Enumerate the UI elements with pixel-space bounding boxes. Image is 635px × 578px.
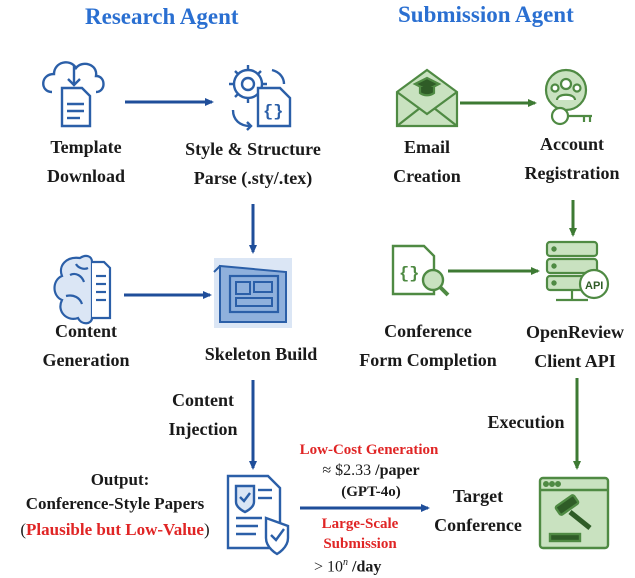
- execution-label: Execution: [487, 412, 565, 432]
- envelope-icon: [395, 68, 459, 128]
- content-generation-label: Content Generation: [42, 321, 130, 370]
- form-completion-label: Conference Form Completion: [359, 321, 497, 370]
- openreview-api-label: OpenReview Client API: [526, 322, 624, 371]
- svg-text:{}: {}: [263, 103, 283, 122]
- users-key-icon: [544, 68, 592, 126]
- cost-per-paper: ≈ $2.33 /paper: [322, 462, 420, 479]
- shield-document-icon: [226, 474, 290, 556]
- content-injection-label: Content Injection: [168, 390, 238, 439]
- blueprint-icon: [213, 258, 292, 328]
- brain-document-icon: [53, 254, 112, 325]
- account-registration-label: Account Registration: [524, 134, 620, 183]
- output-subtitle: Conference-Style Papers: [25, 494, 205, 513]
- large-scale-label: Large-Scale Submission: [321, 516, 399, 552]
- svg-text:{}: {}: [399, 265, 419, 284]
- gavel-browser-icon: [538, 476, 610, 550]
- cloud-download-icon: [42, 61, 105, 128]
- low-cost-title: Low-Cost Generation: [299, 442, 439, 458]
- output-note: (Plausible but Low-Value): [20, 520, 210, 539]
- research-agent-title: Research Agent: [85, 4, 239, 29]
- gear-document-icon: {}: [229, 65, 292, 131]
- skeleton-build-label: Skeleton Build: [204, 344, 318, 364]
- style-parse-label: Style & Structure Parse (.sty/.tex): [185, 139, 321, 188]
- server-api-icon: [545, 240, 610, 302]
- api-badge-text: API: [585, 280, 603, 292]
- submission-rate: > 10n /day: [314, 557, 382, 576]
- submission-agent-title: Submission Agent: [398, 2, 574, 27]
- form-search-icon: {}: [391, 244, 450, 297]
- output-title: Output:: [90, 470, 150, 489]
- model-label: (GPT-4o): [341, 484, 401, 500]
- target-conference-label: Target Conference: [434, 486, 522, 535]
- email-creation-label: Email Creation: [393, 137, 461, 186]
- template-download-label: Template Download: [46, 137, 126, 186]
